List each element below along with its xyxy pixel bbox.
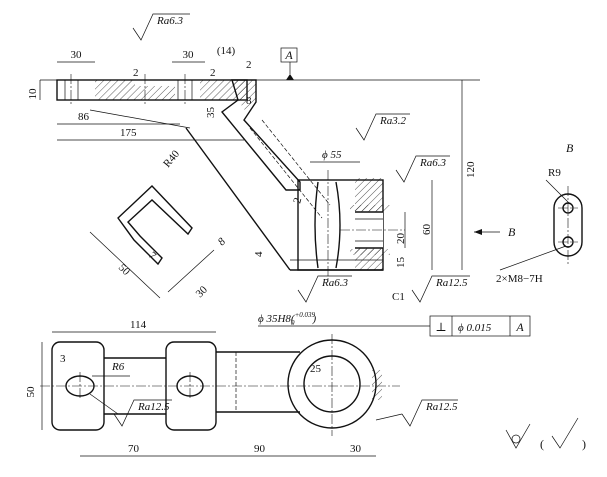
flange-section-hatch bbox=[95, 80, 175, 100]
view-arrow-label: B bbox=[508, 225, 516, 239]
arm-lower-edge bbox=[185, 127, 291, 271]
view-b-label: B bbox=[566, 141, 574, 155]
dim-h15: 15 bbox=[395, 257, 407, 269]
roughness-right-top: Ra3.2 bbox=[379, 115, 406, 127]
radius-leader bbox=[545, 179, 571, 205]
roughness-mark-unmachined bbox=[505, 423, 531, 449]
datum-triangle bbox=[286, 74, 294, 80]
dim-thk-lower: 2 bbox=[291, 196, 304, 204]
dim-plan-r6: R6 bbox=[111, 361, 125, 373]
section-outline bbox=[117, 185, 193, 266]
radius-leader bbox=[89, 109, 191, 129]
dim-len-86: 86 bbox=[78, 111, 90, 123]
dim-thk-right: 2 bbox=[246, 59, 252, 71]
view-arrowhead bbox=[474, 229, 482, 235]
dim-sec-8: 8 bbox=[216, 235, 229, 248]
dim-sec-50: 50 bbox=[116, 262, 133, 279]
dim-step-paren: (14) bbox=[217, 45, 236, 57]
roughness-leader bbox=[375, 413, 403, 421]
dim-thk-mid: 2 bbox=[210, 67, 216, 79]
paren-open: ( bbox=[540, 437, 544, 451]
tolerance-datum: A bbox=[515, 320, 524, 334]
dim-plan-50: 50 bbox=[25, 386, 37, 398]
roughness-mark bbox=[395, 155, 450, 183]
roughness-bottom-right: Ra12.5 bbox=[435, 277, 468, 289]
roughness-leader bbox=[89, 393, 119, 415]
bore-curve bbox=[335, 181, 341, 269]
removed-section: 50 7 8 30 bbox=[89, 185, 229, 301]
dim-left-10: 10 bbox=[27, 88, 39, 100]
dim-plan-25: 25 bbox=[310, 363, 322, 375]
dim-line bbox=[167, 249, 215, 293]
dim-r40: R40 bbox=[161, 148, 182, 170]
dim-flange-right: 30 bbox=[183, 49, 195, 61]
general-roughness-note: ( ) bbox=[505, 417, 586, 451]
thread-hatch bbox=[350, 205, 390, 211]
roughness-plan-right: Ra12.5 bbox=[425, 401, 458, 413]
dim-h20: 20 bbox=[395, 233, 407, 245]
dim-r9: R9 bbox=[548, 167, 561, 179]
datum-box bbox=[280, 47, 298, 63]
paren-close: ) bbox=[582, 437, 586, 451]
view-b: B R9 2×M8−7H bbox=[496, 141, 583, 285]
tolerance-frame: ⊥ ϕ 0.015 A bbox=[370, 315, 531, 337]
datum-label: A bbox=[284, 48, 293, 62]
dim-h4: 4 bbox=[253, 251, 265, 257]
front-view: A 30 30 (14) 2 2 2 8 35 10 86 175 R40 ϕ … bbox=[27, 45, 516, 327]
dim-thk-top: 2 bbox=[133, 67, 139, 79]
dim-plan-30: 30 bbox=[350, 443, 362, 455]
arm-hidden bbox=[249, 127, 323, 219]
dim-depth-35: 35 bbox=[205, 107, 217, 119]
dim-sec-30: 30 bbox=[194, 284, 211, 301]
dim-flange-left: 30 bbox=[71, 49, 83, 61]
dim-depth-8: 8 bbox=[246, 95, 252, 107]
roughness-bottom-left: Ra6.3 bbox=[321, 277, 348, 289]
roughness-top: Ra6.3 bbox=[156, 15, 183, 27]
dim-h120: 120 bbox=[465, 161, 477, 178]
dim-plan-114: 114 bbox=[130, 319, 147, 331]
roughness-mark-basic bbox=[551, 417, 579, 449]
bore-curve bbox=[314, 181, 319, 269]
dim-plan-70: 70 bbox=[128, 443, 140, 455]
dim-plan-3: 3 bbox=[60, 353, 66, 365]
roughness-mark bbox=[113, 399, 172, 427]
dim-h60: 60 bbox=[421, 224, 433, 236]
dim-plan-90: 90 bbox=[254, 443, 266, 455]
roughness-mark bbox=[401, 399, 458, 427]
dim-chamfer: C1 bbox=[392, 291, 405, 303]
thread-hatch bbox=[350, 249, 390, 255]
roughness-right-side: Ra6.3 bbox=[419, 157, 446, 169]
dim-line bbox=[89, 231, 161, 299]
roughness-mark bbox=[411, 275, 470, 303]
roughness-circle bbox=[511, 434, 521, 444]
thread-leader bbox=[499, 245, 567, 271]
roughness-mark bbox=[297, 275, 352, 303]
dim-phi55: ϕ 55 bbox=[322, 149, 342, 161]
dim-len-175: 175 bbox=[120, 127, 137, 139]
roughness-mark bbox=[355, 113, 410, 141]
dim-sec-7: 7 bbox=[146, 250, 159, 263]
thread-callout: 2×M8−7H bbox=[496, 273, 543, 285]
plan-view: 114 50 3 R6 25 70 90 30 Ra12.5 Ra12.5 bbox=[25, 319, 458, 457]
tolerance-value: ϕ 0.015 bbox=[458, 322, 492, 334]
roughness-symbols: Ra6.3 Ra3.2 Ra6.3 Ra6.3 Ra12.5 bbox=[132, 13, 470, 303]
arm-hidden bbox=[261, 119, 331, 206]
roughness-plan-holes: Ra12.5 bbox=[137, 401, 170, 413]
tolerance-symbol: ⊥ bbox=[435, 320, 446, 334]
plan-boss-hatch bbox=[372, 370, 382, 400]
arm-hatch bbox=[232, 80, 256, 112]
roughness-mark bbox=[132, 13, 190, 41]
